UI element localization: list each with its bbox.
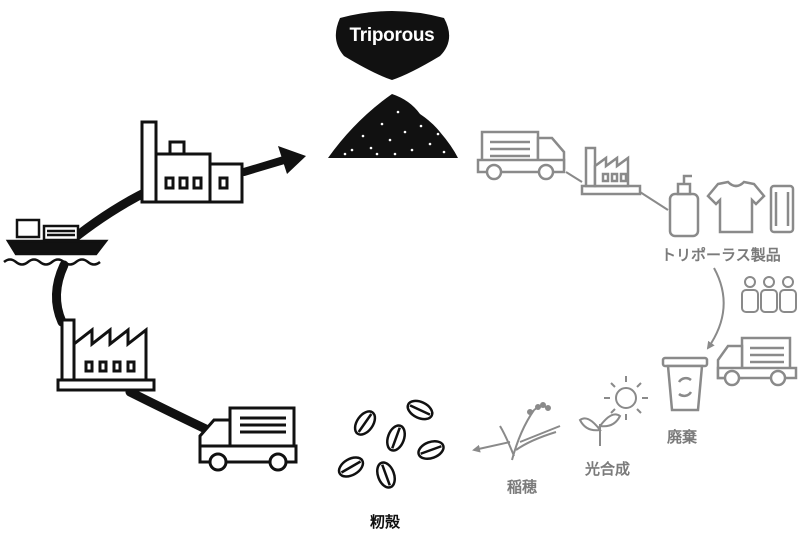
connector-truck-factory	[565, 171, 583, 183]
tshirt-icon	[706, 180, 766, 234]
factory-icon-left	[56, 318, 156, 392]
filter-roll-icon	[769, 184, 795, 234]
label-rice-ear: 稲穂	[507, 478, 538, 496]
triporous-badge	[335, 11, 450, 80]
sun-icon	[604, 376, 648, 420]
label-rice-husk: 籾殻	[370, 513, 401, 531]
label-products: トリポーラス製品	[661, 246, 781, 264]
cargo-ship-icon	[3, 218, 109, 266]
arrow-factory-to-triporous	[240, 156, 288, 176]
arc-ship-to-factory	[52, 260, 69, 327]
arrow-products-to-disposal	[706, 267, 725, 350]
arrowhead-to-triporous	[278, 146, 306, 174]
truck-icon-grey-right	[716, 336, 798, 387]
truck-icon-grey-top	[476, 130, 566, 181]
rice-husk-grains	[337, 399, 445, 489]
arc-factory-to-truck	[125, 387, 217, 437]
trash-bin-icon	[661, 356, 709, 412]
bottle-icon	[668, 174, 700, 238]
triporous-powder-pile	[328, 94, 458, 158]
arrow-to-rice-husk	[472, 441, 511, 453]
factory-icon-grey	[580, 146, 642, 196]
label-disposal: 廃棄	[667, 428, 698, 446]
brand-name: Triporous	[349, 25, 435, 46]
factory-icon-top	[140, 120, 244, 204]
powder-speckles	[343, 110, 446, 156]
truck-icon-dark	[198, 406, 298, 472]
people-icon	[741, 276, 797, 313]
connector-factory-products	[639, 191, 669, 211]
label-photosynthesis: 光合成	[585, 460, 631, 478]
rice-plant-icon	[499, 402, 561, 461]
sprout-icon	[578, 413, 622, 446]
